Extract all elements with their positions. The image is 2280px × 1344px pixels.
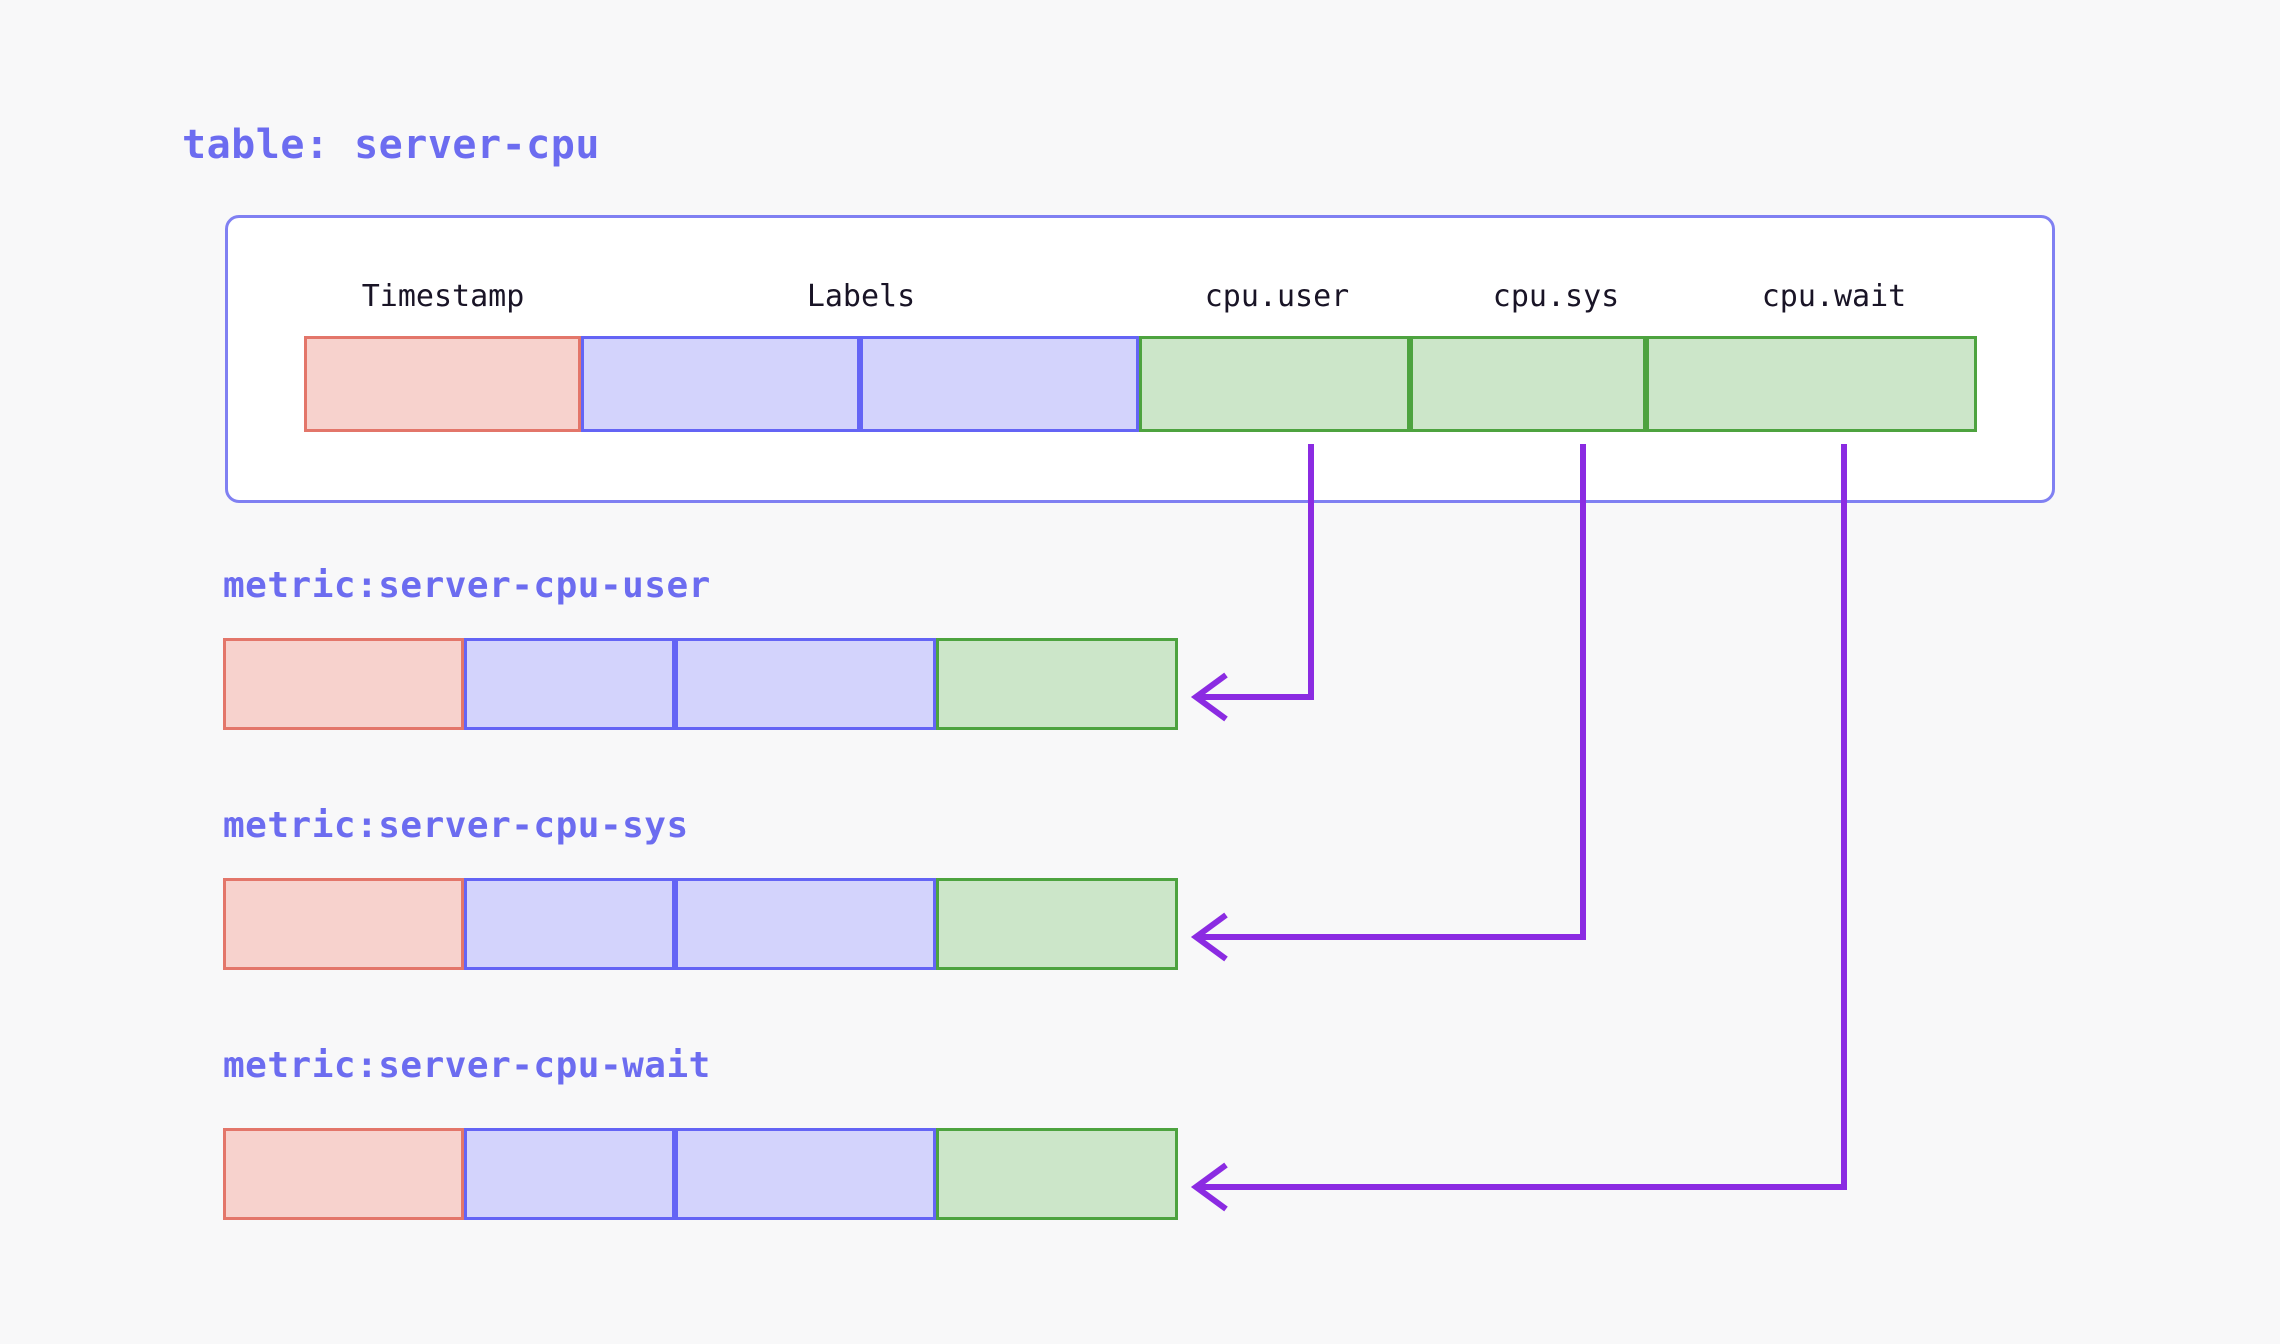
metric-cell-value [936, 878, 1178, 970]
metric-title-1: metric:server-cpu-sys [223, 805, 689, 846]
column-header-cpu-user: cpu.user [1204, 279, 1350, 314]
column-header-cpu-wait: cpu.wait [1761, 279, 1907, 314]
metric-cell-timestamp [223, 638, 464, 730]
table-cell-timestamp [304, 336, 581, 432]
metric-cell-labels-a [464, 878, 675, 970]
metric-cell-labels-b [675, 878, 936, 970]
table-cell-labels-a [581, 336, 860, 432]
column-header-labels: Labels [806, 279, 916, 314]
table-cell-cpu-wait [1646, 336, 1977, 432]
table-cell-cpu-user [1139, 336, 1410, 432]
column-header-cpu-sys: cpu.sys [1492, 279, 1620, 314]
metric-cell-labels-a [464, 1128, 675, 1220]
column-header-timestamp: Timestamp [361, 279, 525, 314]
metric-cell-labels-b [675, 1128, 936, 1220]
metric-title-0: metric:server-cpu-user [223, 565, 711, 606]
metric-cell-labels-b [675, 638, 936, 730]
table-cell-cpu-sys [1410, 336, 1646, 432]
metric-cell-value [936, 1128, 1178, 1220]
metric-cell-timestamp [223, 1128, 464, 1220]
table-title: table: server-cpu [182, 122, 600, 168]
metric-title-2: metric:server-cpu-wait [223, 1045, 711, 1086]
connector-2 [1190, 444, 1847, 1212]
metric-cell-value [936, 638, 1178, 730]
table-cell-labels-b [860, 336, 1139, 432]
connector-1 [1190, 444, 1586, 962]
metric-cell-timestamp [223, 878, 464, 970]
metric-cell-labels-a [464, 638, 675, 730]
